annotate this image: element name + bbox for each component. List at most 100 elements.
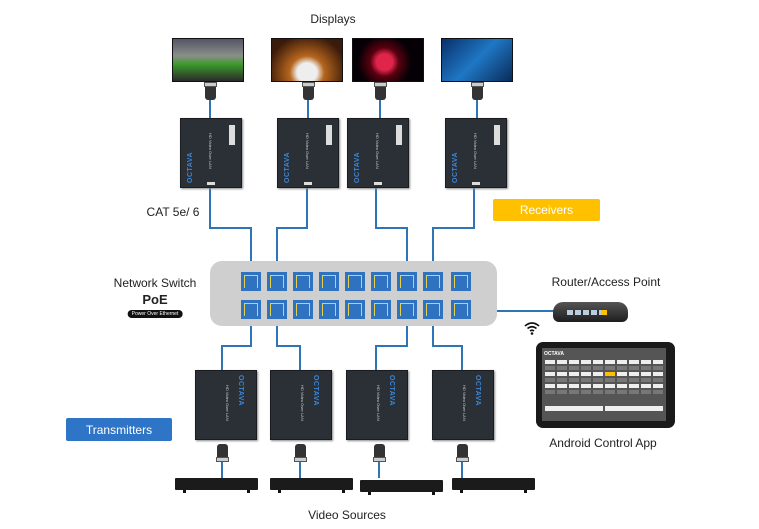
app-button — [569, 372, 579, 376]
app-button — [569, 360, 579, 364]
app-button — [581, 360, 591, 364]
hdmi-connector-icon — [374, 444, 385, 458]
ethernet-port-icon — [345, 272, 365, 291]
cat-cable — [432, 187, 475, 272]
app-button — [617, 384, 627, 388]
cat-cable — [276, 187, 308, 272]
ethernet-port-icon — [293, 272, 313, 291]
ethernet-port-icon — [451, 272, 471, 291]
device-label: HD Video Over LAN — [462, 385, 467, 421]
app-button — [629, 390, 639, 394]
display-4 — [441, 38, 513, 82]
ethernet-port-icon — [319, 272, 339, 291]
cat-cable — [276, 318, 301, 370]
app-button — [593, 360, 603, 364]
cat-cable — [375, 318, 408, 370]
ethernet-port-icon — [451, 300, 471, 319]
app-button — [569, 366, 579, 370]
app-button — [545, 384, 555, 388]
ethernet-port-icon — [397, 272, 417, 291]
transmitter-1: OCTAVA HD Video Over LAN — [195, 370, 257, 440]
android-tablet: OCTAVA — [536, 342, 675, 428]
app-button — [581, 366, 591, 370]
hdmi-connector-icon — [302, 82, 315, 100]
control-app-screen: OCTAVA — [542, 348, 666, 421]
ethernet-port-icon — [371, 300, 391, 319]
transmitters-badge: Transmitters — [66, 418, 172, 441]
display-1 — [172, 38, 244, 82]
device-label: HD Video Over LAN — [375, 133, 380, 169]
app-button — [653, 360, 663, 364]
app-button — [569, 384, 579, 388]
app-button — [581, 378, 591, 382]
brand-logo: OCTAVA — [452, 152, 459, 183]
brand-logo: OCTAVA — [284, 152, 291, 183]
brand-logo: OCTAVA — [474, 375, 481, 406]
app-button — [581, 384, 591, 388]
app-button — [605, 384, 615, 388]
app-button — [629, 378, 639, 382]
brand-logo: OCTAVA — [354, 152, 361, 183]
network-switch-label: Network Switch — [113, 276, 197, 290]
receiver-4: OCTAVA HD Video Over LAN — [445, 118, 507, 188]
ethernet-port-icon — [397, 300, 417, 319]
receivers-badge: Receivers — [493, 199, 600, 221]
app-button — [653, 372, 663, 376]
video-sources-label: Video Sources — [308, 508, 386, 522]
app-button — [581, 372, 591, 376]
brand-logo: OCTAVA — [237, 375, 244, 406]
app-button — [641, 378, 651, 382]
ethernet-port-icon — [293, 300, 313, 319]
displays-label: Displays — [310, 12, 356, 26]
ethernet-port-icon — [267, 300, 287, 319]
device-label: HD Video Over LAN — [473, 133, 478, 169]
hdmi-connector-icon — [374, 82, 387, 100]
app-button — [653, 390, 663, 394]
app-button — [653, 384, 663, 388]
ethernet-port-icon — [371, 272, 391, 291]
video-source-4 — [452, 478, 535, 493]
app-button — [617, 372, 627, 376]
app-button — [545, 372, 555, 376]
app-logo: OCTAVA — [544, 351, 564, 357]
router — [553, 302, 628, 322]
brand-logo: OCTAVA — [187, 152, 194, 183]
transmitter-2: OCTAVA HD Video Over LAN — [270, 370, 332, 440]
app-button — [569, 378, 579, 382]
app-button — [569, 390, 579, 394]
app-button — [605, 372, 615, 376]
ethernet-port-icon — [319, 300, 339, 319]
app-button — [557, 384, 567, 388]
app-button — [605, 390, 615, 394]
app-button — [557, 372, 567, 376]
app-button — [545, 378, 555, 382]
ethernet-port-icon — [241, 272, 261, 291]
app-button — [641, 390, 651, 394]
receiver-1: OCTAVA HD Video Over LAN — [180, 118, 242, 188]
app-button — [629, 366, 639, 370]
cat-cable — [432, 318, 463, 370]
app-button — [593, 366, 603, 370]
app-button — [593, 390, 603, 394]
video-source-1 — [175, 478, 258, 493]
brand-logo: OCTAVA — [388, 375, 395, 406]
hdmi-connector-icon — [471, 82, 484, 100]
app-button — [581, 390, 591, 394]
app-button — [545, 360, 555, 364]
app-button — [641, 360, 651, 364]
receiver-2: OCTAVA HD Video Over LAN — [277, 118, 339, 188]
video-source-3 — [360, 480, 443, 495]
app-button — [629, 384, 639, 388]
hdmi-connector-icon — [295, 444, 306, 458]
app-button — [605, 366, 615, 370]
wifi-icon — [524, 322, 540, 335]
app-button — [617, 378, 627, 382]
app-action-button — [545, 406, 603, 411]
router-label: Router/Access Point — [551, 275, 661, 289]
device-label: HD Video Over LAN — [300, 385, 305, 421]
cat-cable — [375, 187, 408, 272]
app-button — [557, 366, 567, 370]
cat-label: CAT 5e/ 6 — [146, 205, 200, 219]
